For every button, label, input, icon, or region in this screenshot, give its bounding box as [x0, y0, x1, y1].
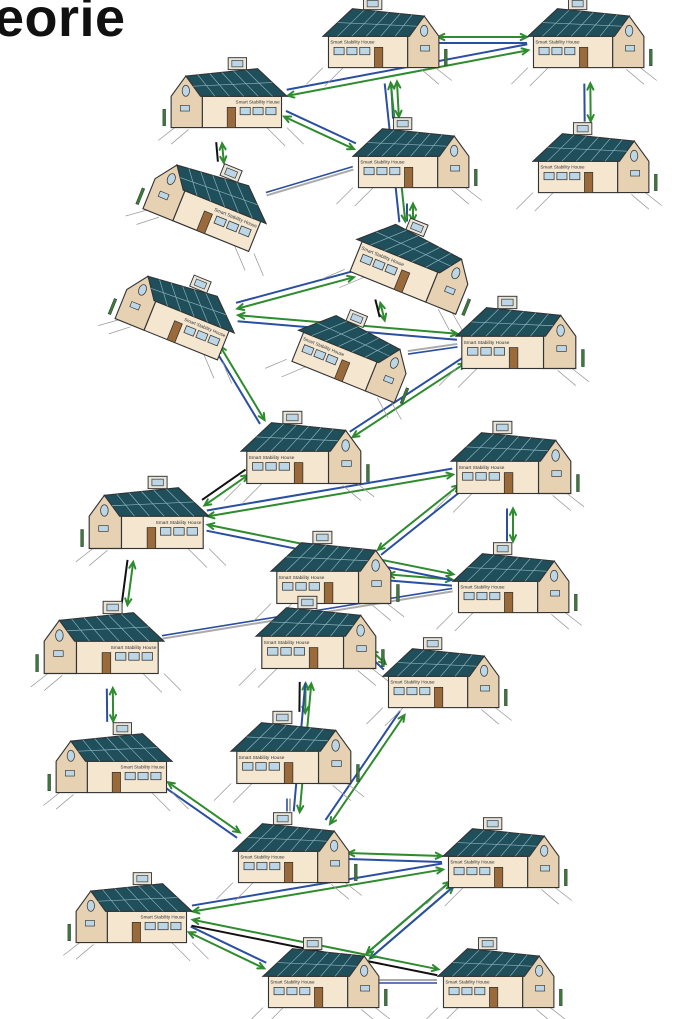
house-h13: Smart Stability House — [76, 476, 226, 567]
connection-h1-h2 — [438, 34, 527, 43]
house-h23: Smart Stability House — [63, 873, 208, 961]
house-sign-label: Smart Stability House — [330, 40, 375, 45]
connection-h3-h6 — [216, 142, 226, 163]
house-h25: Smart Stability House — [421, 938, 566, 1019]
house-h4: Smart Stability House — [336, 118, 481, 206]
house-h9: Smart Stability House — [265, 288, 433, 424]
house-sign-label: Smart Stability House — [360, 160, 405, 165]
connection-h21-h22 — [348, 850, 442, 862]
connection-h24-h22 — [367, 882, 454, 959]
connection-h8-h11 — [215, 346, 264, 424]
house-sign-label: Smart Stability House — [464, 340, 510, 346]
house-sign-label: Smart Stability House — [390, 680, 435, 685]
connection-h13-h16 — [122, 560, 136, 605]
house-sign-label: Smart Stability House — [240, 855, 285, 860]
house-sign-label: Smart Stability House — [270, 980, 315, 985]
house-sign-label: Smart Stability House — [450, 860, 495, 865]
house-h18: Smart Stability House — [366, 638, 511, 726]
house-sign-label: Smart Stability House — [535, 40, 580, 45]
connection-h4-h6 — [266, 167, 353, 196]
connection-h24-h25 — [378, 980, 437, 983]
house-h5: Smart Stability House — [516, 123, 661, 211]
house-h3: Smart Stability House — [158, 58, 303, 146]
house-h22: Smart Stability House — [426, 818, 571, 906]
house-h16: Smart Stability House — [31, 601, 181, 692]
connection-h20-h21 — [287, 799, 290, 812]
house-h11: Smart Stability House — [224, 411, 374, 502]
house-h6: Smart Stability House — [124, 137, 297, 278]
house-sign-label: Smart Stability House — [236, 100, 281, 105]
house-sign-label: Smart Stability House — [264, 640, 310, 646]
house-sign-label: Smart Stability House — [156, 520, 202, 526]
house-h20: Smart Stability House — [214, 711, 364, 802]
house-sign-label: Smart Stability House — [460, 585, 505, 590]
house-sign-label: Smart Stability House — [121, 765, 166, 770]
house-h17: Smart Stability House — [239, 596, 389, 687]
house-sign-label: Smart Stability House — [279, 575, 325, 581]
house-h2: Smart Stability House — [511, 0, 656, 86]
house-sign-label: Smart Stability House — [239, 755, 285, 761]
connection-h19-h21 — [165, 782, 240, 838]
house-sign-label: Smart Stability House — [445, 980, 490, 985]
connection-h7-h8 — [236, 271, 354, 310]
house-sign-label: Smart Stability House — [459, 465, 505, 471]
house-h12: Smart Stability House — [434, 421, 584, 512]
house-h8: Smart Stability House — [96, 249, 264, 385]
house-h10: Smart Stability House — [439, 296, 589, 387]
connection-h22-h24 — [367, 882, 454, 959]
connection-h12-h15 — [507, 509, 516, 542]
house-h15: Smart Stability House — [436, 543, 581, 631]
connection-h2-h5 — [584, 83, 593, 121]
connection-h4-h3 — [284, 111, 356, 149]
house-sign-label: Smart Stability House — [111, 645, 157, 651]
connection-h9-h10 — [408, 344, 458, 354]
house-sign-label: Smart Stability House — [141, 915, 186, 920]
connection-h16-h19 — [107, 688, 116, 722]
house-sign-label: Smart Stability House — [540, 165, 585, 170]
house-h19: Smart Stability House — [43, 723, 188, 811]
connection-h7-h9 — [375, 300, 386, 321]
house-sign-label: Smart Stability House — [249, 455, 295, 461]
